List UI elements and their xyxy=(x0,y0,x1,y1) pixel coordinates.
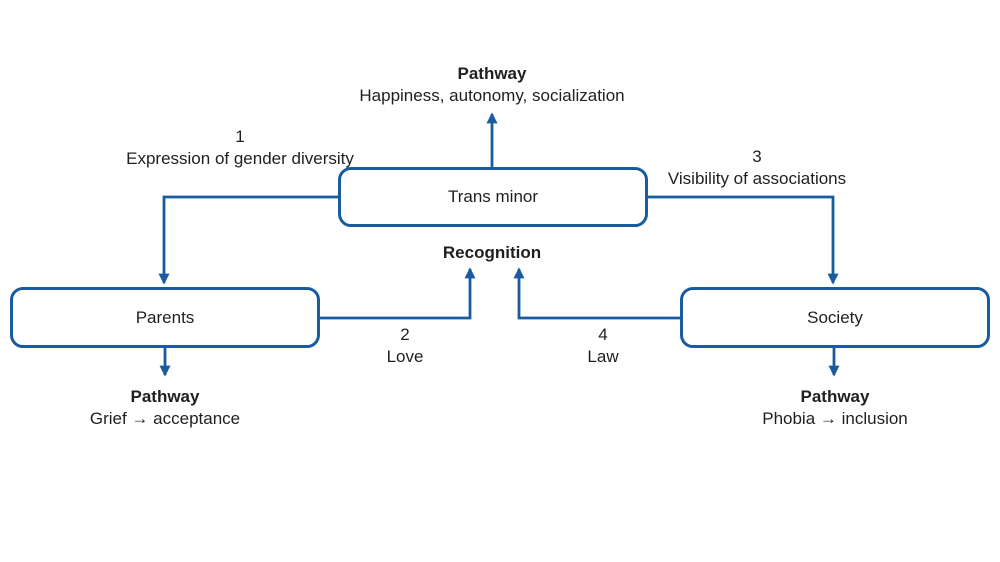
edge1-label: 1 Expression of gender diversity xyxy=(90,126,390,170)
society-pathway-subtitle: Phobia → inclusion xyxy=(762,409,908,428)
edge2-text: Love xyxy=(386,347,424,366)
edge2-connector xyxy=(320,267,476,320)
edge3-number: 3 xyxy=(752,147,762,166)
edge3-text: Visibility of associations xyxy=(667,169,847,188)
edge4-number: 4 xyxy=(598,325,608,344)
node-trans-minor: Trans minor xyxy=(338,167,648,227)
node-trans-minor-label: Trans minor xyxy=(447,187,539,206)
edge3-label: 3 Visibility of associations xyxy=(607,146,907,190)
top-pathway-subtitle: Happiness, autonomy, socialization xyxy=(359,86,625,105)
society-pathway-title: Pathway xyxy=(800,387,870,406)
node-society: Society xyxy=(680,287,990,348)
parents-pathway-label: Pathway Grief → acceptance xyxy=(15,386,315,430)
recognition-label: Recognition xyxy=(442,243,542,262)
parents-pathway-subtitle: Grief → acceptance xyxy=(89,409,241,428)
edge4-connector xyxy=(513,267,680,320)
node-parents-label: Parents xyxy=(135,307,195,327)
society-pathway-label: Pathway Phobia → inclusion xyxy=(685,386,985,430)
parents-pathway-title: Pathway xyxy=(130,387,200,406)
edge1-text: Expression of gender diversity xyxy=(126,149,354,168)
edge4-text: Law xyxy=(587,347,619,366)
edge1-number: 1 xyxy=(235,127,245,146)
edge4-label: 4 Law xyxy=(528,324,678,368)
edge2-label: 2 Love xyxy=(330,324,480,368)
top-pathway-title: Pathway xyxy=(457,64,527,83)
edge1-connector xyxy=(158,195,338,285)
edge2-number: 2 xyxy=(400,325,410,344)
node-parents: Parents xyxy=(10,287,320,348)
top-pathway-label: Pathway Happiness, autonomy, socializati… xyxy=(292,63,692,107)
edge3-connector xyxy=(648,195,839,285)
node-society-label: Society xyxy=(807,307,863,327)
